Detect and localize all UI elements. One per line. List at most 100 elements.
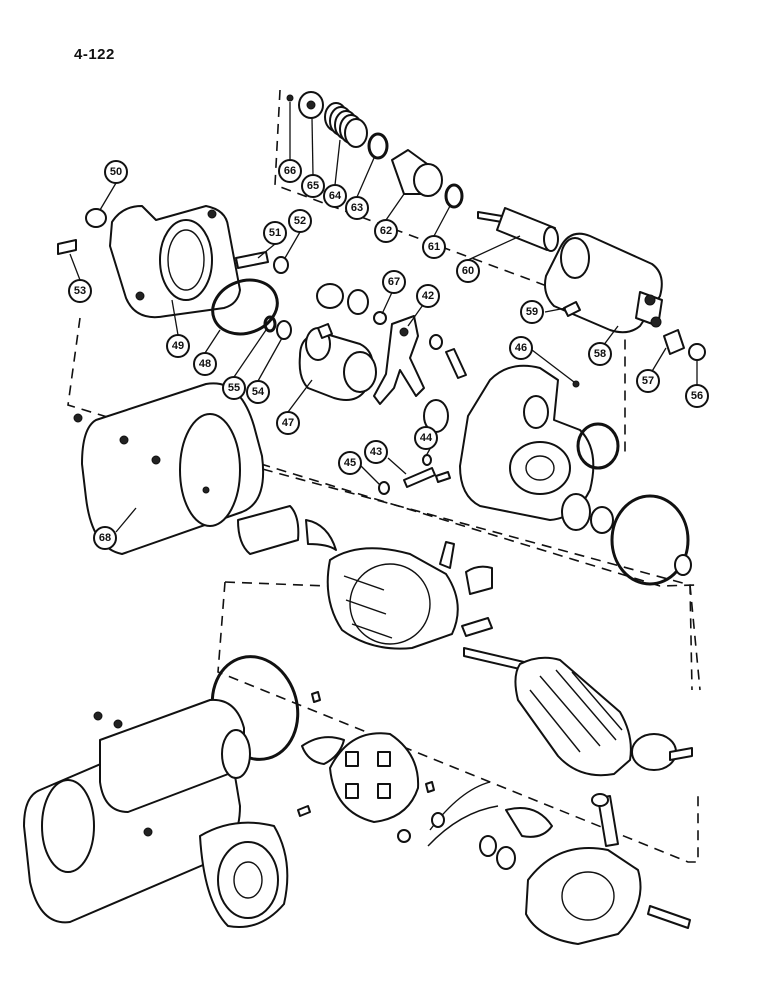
callout-46: 46 [509, 336, 533, 360]
svg-text:58: 58 [594, 348, 606, 360]
callout-66: 66 [278, 159, 302, 183]
svg-text:47: 47 [282, 417, 294, 429]
callout-67: 67 [382, 270, 406, 294]
svg-text:62: 62 [380, 225, 392, 237]
callout-61: 61 [422, 235, 446, 259]
page-number: 4-122 [74, 46, 115, 63]
nut-67 [373, 311, 387, 325]
spring-64 [324, 102, 368, 148]
washer-54 [276, 320, 292, 340]
bushing-small [429, 334, 443, 350]
svg-text:63: 63 [351, 202, 363, 214]
svg-text:56: 56 [691, 390, 703, 402]
callout-62: 62 [374, 219, 398, 243]
plunger-60 [477, 207, 559, 252]
callout-49: 49 [166, 334, 190, 358]
pole-shoe [237, 505, 300, 555]
pin-lever [445, 348, 467, 379]
callout-56: 56 [685, 384, 709, 408]
small-washer [431, 812, 445, 828]
svg-text:65: 65 [307, 180, 319, 192]
nut-56 [688, 343, 706, 361]
callout-54: 54 [246, 380, 270, 404]
ring-45 [378, 481, 390, 495]
o-ring-large [610, 494, 690, 586]
seal [590, 506, 614, 534]
shaft-43 [403, 467, 436, 488]
callout-48: 48 [193, 352, 217, 376]
thrust-washer [674, 554, 692, 576]
callout-52: 52 [288, 209, 312, 233]
drive-assembly-47 [298, 323, 377, 401]
callout-47: 47 [276, 411, 300, 435]
callout-42: 42 [416, 284, 440, 308]
plug-52 [273, 256, 289, 274]
svg-text:46: 46 [515, 342, 527, 354]
plunger-stack [286, 91, 464, 209]
brush-holder-plate [329, 732, 420, 823]
callout-68: 68 [93, 526, 117, 550]
solenoid-group-outline [274, 89, 626, 455]
armature-group-outline [217, 581, 699, 863]
svg-text:68: 68 [99, 532, 111, 544]
washer-end [479, 835, 497, 857]
collar-ring-2 [347, 289, 369, 315]
bushing [561, 493, 591, 531]
armature [463, 647, 693, 777]
svg-text:48: 48 [199, 358, 211, 370]
svg-text:50: 50 [110, 166, 122, 178]
assembled-starter [23, 698, 289, 928]
svg-text:49: 49 [172, 340, 184, 352]
frame-68 [73, 382, 265, 555]
bushing-end [496, 846, 516, 870]
callout-51: 51 [263, 221, 287, 245]
svg-text:59: 59 [526, 306, 538, 318]
svg-text:66: 66 [284, 165, 296, 177]
o-ring-housing [576, 422, 620, 470]
callout-53: 53 [68, 279, 92, 303]
callout-50: 50 [104, 160, 128, 184]
ring-55 [263, 315, 277, 333]
drive-group-outline [67, 317, 696, 587]
terminal-57 [663, 329, 685, 355]
svg-text:61: 61 [428, 241, 440, 253]
callout-57: 57 [636, 369, 660, 393]
callout-58: 58 [588, 342, 612, 366]
callout-59: 59 [520, 300, 544, 324]
collar-ring [316, 283, 344, 309]
brush-spring [301, 736, 345, 765]
shift-lever-42 [373, 315, 425, 405]
lever-housing [459, 364, 595, 521]
callout-44: 44 [414, 426, 438, 450]
svg-text:51: 51 [269, 227, 281, 239]
callout-64: 64 [323, 184, 347, 208]
o-ring-48 [211, 278, 279, 336]
svg-text:43: 43 [370, 446, 382, 458]
drive-housing-49 [109, 205, 241, 319]
svg-text:54: 54 [252, 386, 265, 398]
svg-text:44: 44 [420, 432, 433, 444]
svg-text:42: 42 [422, 290, 434, 302]
bushing-50 [85, 208, 107, 228]
callout-55: 55 [222, 376, 246, 400]
housing-group-right [689, 584, 701, 691]
screw-plate-2 [425, 781, 435, 793]
solenoid-58 [544, 232, 663, 334]
svg-text:53: 53 [74, 285, 86, 297]
svg-text:52: 52 [294, 215, 306, 227]
field-coil-assembly [326, 541, 493, 650]
insulator [305, 519, 337, 551]
brush-cap [591, 793, 609, 807]
commutator-end-housing [525, 847, 691, 945]
svg-text:67: 67 [388, 276, 400, 288]
svg-text:55: 55 [228, 382, 240, 394]
screw-small [435, 471, 451, 483]
bolt-53 [57, 239, 77, 255]
svg-text:60: 60 [462, 265, 474, 277]
callout-65: 65 [301, 174, 325, 198]
ring-44 [422, 454, 432, 466]
brush-terminal [397, 829, 411, 843]
callout-63: 63 [345, 196, 369, 220]
screw-brush [311, 691, 321, 703]
screw-plate [297, 805, 311, 817]
